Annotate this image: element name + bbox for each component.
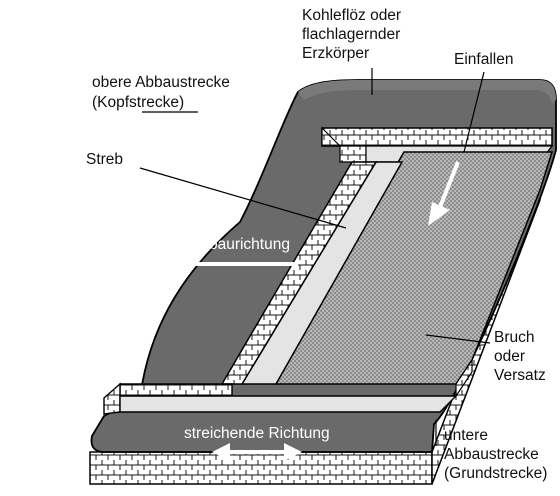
face-brick-wall bbox=[220, 161, 378, 385]
strike-arrow-head-right bbox=[284, 443, 302, 461]
label-lower-road: untere Abbaustrecke (Grundstrecke) bbox=[444, 427, 547, 482]
lower-road-left-wall bbox=[103, 382, 121, 415]
leader-face bbox=[139, 167, 347, 229]
label-goaf-line3: Versatz bbox=[494, 367, 546, 384]
advance-arrow-head bbox=[168, 254, 190, 274]
label-goaf-line1: Bruch bbox=[494, 329, 535, 346]
dip-leader bbox=[463, 71, 485, 153]
label-seam-line3: Erzkörper bbox=[302, 45, 369, 62]
label-face: Streb bbox=[86, 151, 123, 168]
label-advance: Abbaurichtung bbox=[190, 236, 290, 253]
dip-arrow-head bbox=[428, 202, 450, 226]
label-seam-line1: Kohleflöz oder bbox=[302, 7, 401, 24]
label-goaf: Bruch oder Versatz bbox=[494, 329, 546, 384]
label-upper-road-line1: obere Abbaustrecke bbox=[92, 74, 230, 91]
lower-road-floor bbox=[119, 395, 458, 413]
leader-goaf bbox=[425, 334, 491, 344]
upper-road-back-wall bbox=[321, 127, 553, 147]
label-lower-road-line1: untere bbox=[444, 427, 488, 444]
label-lower-road-line3: (Grundstrecke) bbox=[444, 465, 547, 482]
lower-rim-front bbox=[89, 451, 433, 485]
seam-top-edge bbox=[298, 80, 556, 104]
label-dip: Einfallen bbox=[454, 51, 513, 68]
label-seam-line2: flachlagernder bbox=[302, 26, 400, 43]
label-upper-road: obere Abbaustrecke (Kopfstrecke) bbox=[92, 74, 234, 111]
label-lower-road-line2: Abbaustrecke bbox=[444, 446, 539, 463]
label-goaf-line2: oder bbox=[494, 348, 525, 365]
lower-road-back-wall bbox=[119, 383, 233, 397]
dip-arrow-shaft bbox=[436, 161, 460, 213]
strike-arrow-head-left bbox=[212, 443, 230, 461]
lower-road-right-wall bbox=[455, 358, 473, 398]
label-strike: streichende Richtung bbox=[184, 425, 330, 442]
label-seam: Kohleflöz oder flachlagernder Erzkörper bbox=[302, 7, 405, 62]
label-upper-road-line2: (Kopfstrecke) bbox=[92, 94, 184, 111]
